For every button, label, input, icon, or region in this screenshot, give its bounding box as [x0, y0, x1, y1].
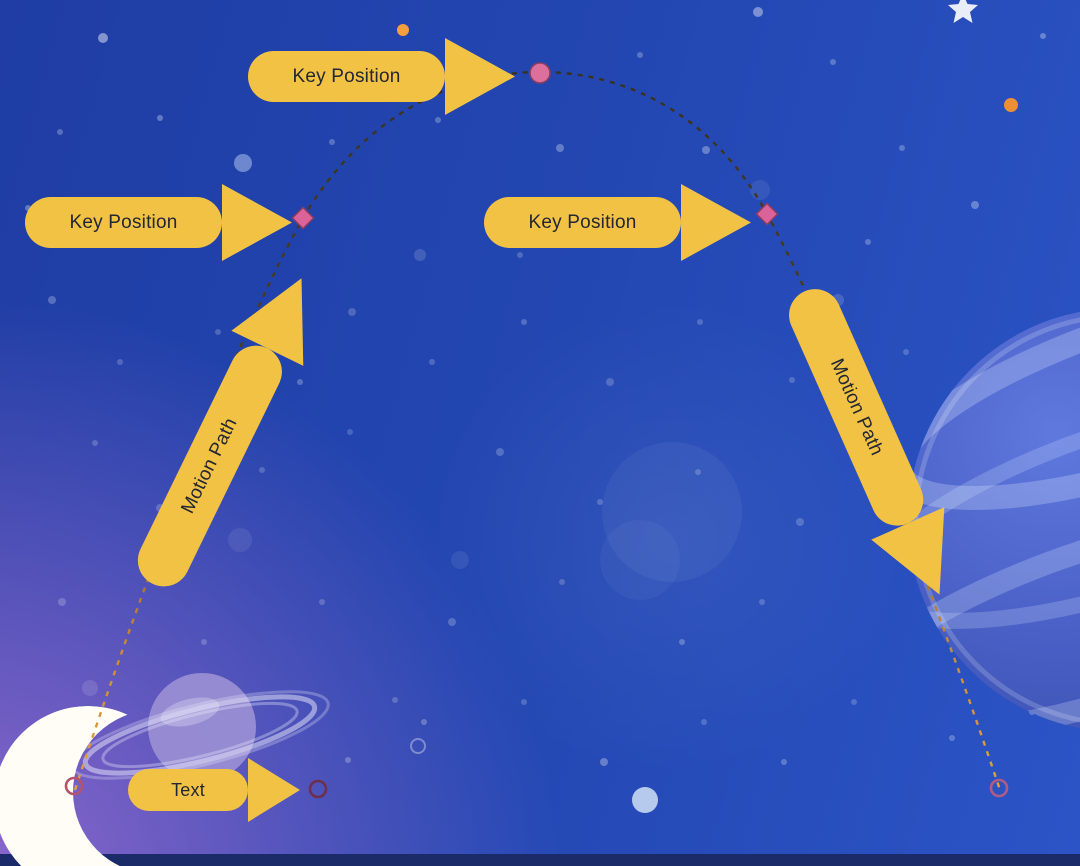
path-start-ring — [64, 776, 84, 796]
orange-dots — [397, 24, 1018, 112]
callout-label: Text — [171, 779, 205, 800]
callout-text: Text — [128, 758, 300, 822]
text-end-ring — [308, 779, 328, 799]
arrow-shape — [137, 278, 304, 587]
star-field — [25, 7, 1046, 813]
callout-label: Key Position — [528, 211, 637, 233]
key-position-diamond-right — [755, 202, 779, 226]
key-position-diamond-left — [291, 206, 315, 230]
arrow-shape — [484, 184, 751, 261]
callout-label: Key Position — [292, 65, 401, 87]
path-markers — [64, 62, 1009, 799]
arrow-shape — [789, 289, 945, 595]
callout-motion-path-right: Motion Path — [768, 275, 976, 611]
star-icon — [948, 0, 978, 23]
crescent-moon — [0, 706, 182, 866]
arrow-shape — [25, 184, 292, 261]
callout-key-position-left: Key Position — [25, 184, 292, 261]
arrow-shape — [248, 38, 515, 115]
bottom-bar — [0, 854, 1080, 866]
callout-label: Key Position — [69, 211, 178, 233]
arrow-shape — [128, 758, 300, 822]
key-position-dot — [529, 62, 551, 84]
callout-motion-path-left: Motion Path — [117, 261, 338, 602]
path-end-ring — [989, 778, 1009, 798]
callout-key-position-top: Key Position — [248, 38, 515, 115]
callout-key-position-mid: Key Position — [484, 184, 751, 261]
